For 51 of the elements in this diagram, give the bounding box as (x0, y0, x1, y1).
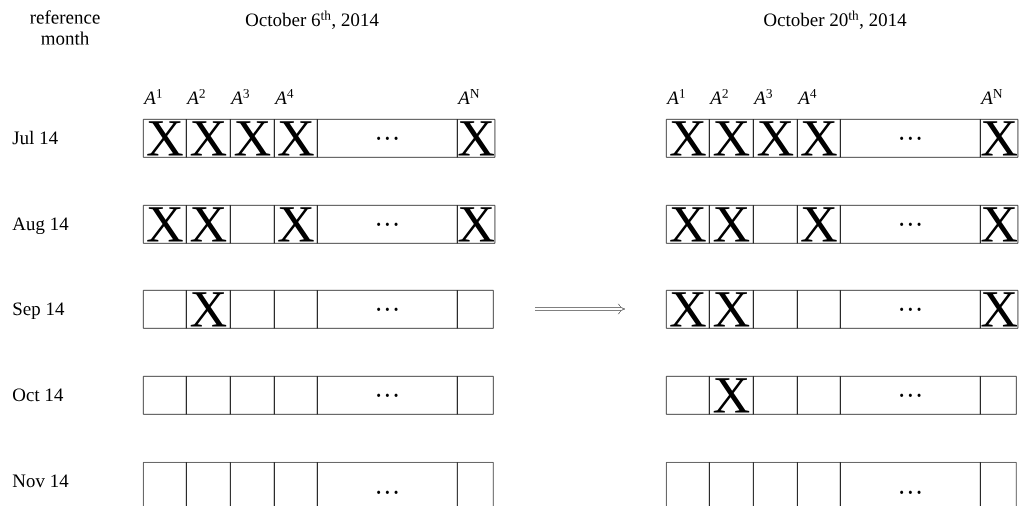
table-cell: X (709, 290, 754, 329)
table-cell: X (186, 290, 231, 329)
table-cell: X (666, 205, 710, 244)
table-cell: … (840, 119, 981, 158)
row-label: Sep 14 (13, 302, 65, 320)
row-label: Jul 14 (12, 130, 58, 145)
table-cell: … (317, 376, 458, 415)
table-cell: … (840, 376, 981, 415)
table-cell: X (457, 119, 496, 158)
table-cell: X (143, 119, 187, 158)
table-cell: X (709, 376, 754, 415)
table-cell: X (709, 119, 754, 158)
table-cell: X (457, 205, 496, 244)
column-header: A$^{2}$ (186, 88, 205, 104)
table-cell: X (666, 119, 710, 158)
table-cell: … (317, 462, 458, 506)
column-header: A$^{4}$ (797, 89, 817, 104)
table-cell: … (840, 462, 981, 506)
date-title: October 20$^{th}$, 2014 (764, 10, 907, 29)
column-header: A$^{N}$ (980, 89, 1003, 104)
column-header: A$^{1}$ (143, 88, 162, 104)
table-cell: X (980, 290, 1019, 329)
column-header: A$^{N}$ (457, 89, 480, 104)
column-header: A$^{4}$ (274, 89, 294, 104)
table-cell: X (980, 119, 1019, 158)
table-cell: … (840, 205, 981, 244)
row-label: Nov 14 (12, 474, 69, 488)
table-cell: … (317, 119, 458, 158)
table-cell: X (709, 205, 754, 244)
table-cell: X (666, 290, 710, 329)
heading-text: reference month (30, 10, 100, 45)
table-cell: X (143, 205, 187, 244)
row-label: Oct 14 (13, 388, 64, 402)
table-cell: … (840, 290, 981, 329)
column-header: A$^{3}$ (230, 88, 249, 104)
table-cell: … (317, 205, 458, 244)
table-cell: X (230, 119, 275, 158)
table-cell: X (980, 205, 1019, 244)
row-label: Aug 14 (12, 217, 69, 235)
table-cell: X (274, 205, 318, 244)
table-cell: … (317, 290, 458, 329)
column-header: A$^{2}$ (709, 88, 728, 104)
column-header: A$^{3}$ (753, 88, 772, 104)
table-cell: X (274, 119, 318, 158)
table-cell: X (797, 119, 841, 158)
table-cell: X (797, 205, 841, 244)
column-header: A$^{1}$ (666, 88, 685, 104)
date-title: October 6$^{th}$, 2014 (245, 10, 379, 29)
table-cell: X (186, 119, 231, 158)
table-cell: X (186, 205, 231, 244)
table-cell: X (753, 119, 798, 158)
